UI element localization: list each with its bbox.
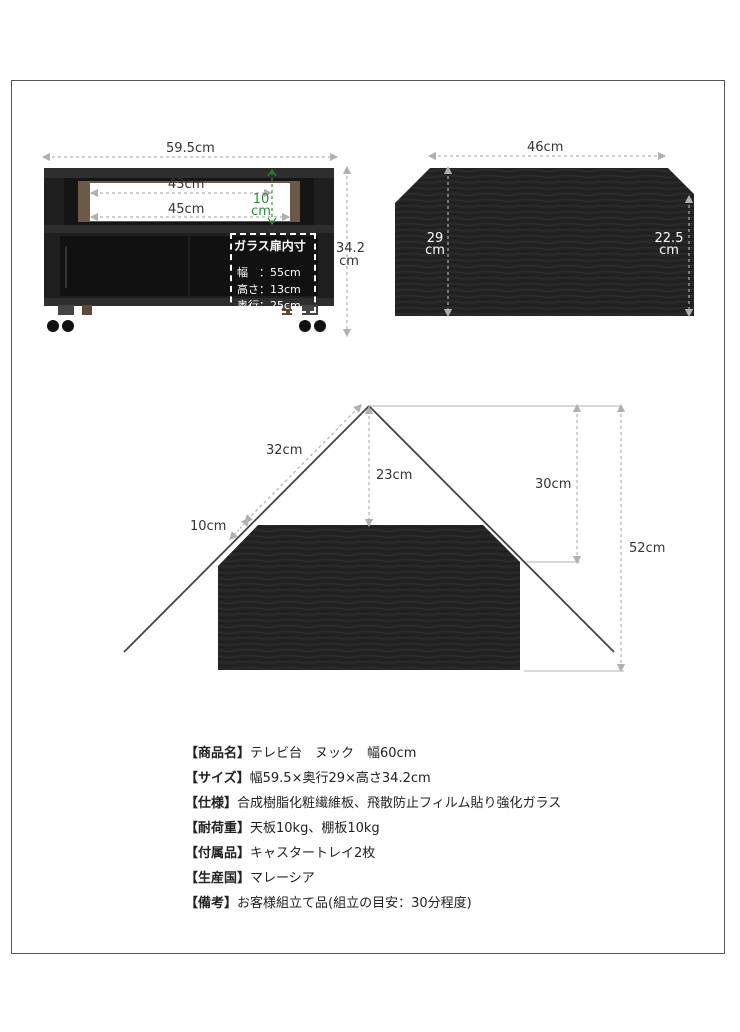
depth-center-label: 23cm bbox=[376, 468, 413, 483]
corner-board bbox=[218, 525, 520, 670]
spec-item-material: 【仕様】合成樹脂化粧繊維板、飛散防止フィルム貼り強化ガラス bbox=[185, 796, 562, 811]
middle-shelf bbox=[44, 225, 334, 233]
outer-frame bbox=[11, 80, 725, 954]
glass-door-left bbox=[60, 236, 188, 296]
spec-item-name: 【商品名】テレビ台 ヌック 幅60cm bbox=[185, 746, 417, 761]
glass-door-height: 高さ：13cm bbox=[237, 283, 301, 296]
spec-item-size: 【サイズ】幅59.5×奥行29×高さ34.2cm bbox=[185, 771, 431, 786]
glass-door-right bbox=[190, 236, 318, 296]
depth-total-label: 52cm bbox=[629, 541, 666, 556]
spec-list: 【商品名】テレビ台 ヌック 幅60cm 【サイズ】幅59.5×奥行29×高さ34… bbox=[185, 745, 561, 920]
corner-view bbox=[123, 403, 626, 673]
diag-long-line bbox=[244, 404, 362, 523]
wall-right bbox=[368, 405, 615, 653]
spec-item-notes: 【備考】お客様組立て品(組立の目安：30分程度) bbox=[185, 896, 472, 911]
diag-short-label: 10cm bbox=[190, 519, 227, 534]
diag-long-label: 32cm bbox=[266, 443, 303, 458]
front-view bbox=[41, 152, 352, 338]
tray-top-board bbox=[395, 168, 694, 316]
spec-item-origin: 【生産国】マレーシア bbox=[185, 871, 315, 886]
depth-right-label: 30cm bbox=[535, 477, 572, 492]
caster-left-2 bbox=[82, 305, 92, 315]
spec-item-accessories: 【付属品】キャスタートレイ2枚 bbox=[185, 846, 376, 861]
glass-door-width: 幅 ：55cm bbox=[237, 266, 301, 279]
caster-right bbox=[299, 305, 326, 332]
front-width-label: 59.5cm bbox=[166, 141, 215, 156]
inner-width-top-label: 43cm bbox=[168, 177, 205, 192]
caster-left bbox=[47, 305, 74, 332]
glass-door-title: ガラス扉内寸 bbox=[234, 239, 306, 253]
spec-item-load: 【耐荷重】天板10kg、棚板10kg bbox=[185, 821, 380, 836]
top-view bbox=[395, 151, 694, 318]
tray-width-label: 46cm bbox=[527, 140, 564, 155]
bottom-board bbox=[44, 298, 334, 306]
inner-width-bottom-label: 45cm bbox=[168, 202, 205, 217]
glass-door-info-box bbox=[230, 233, 316, 313]
caster-right-2 bbox=[282, 305, 292, 315]
diag-short-line bbox=[229, 517, 250, 541]
top-board bbox=[44, 168, 334, 178]
glass-door-depth: 奥行：25cm bbox=[237, 299, 301, 312]
